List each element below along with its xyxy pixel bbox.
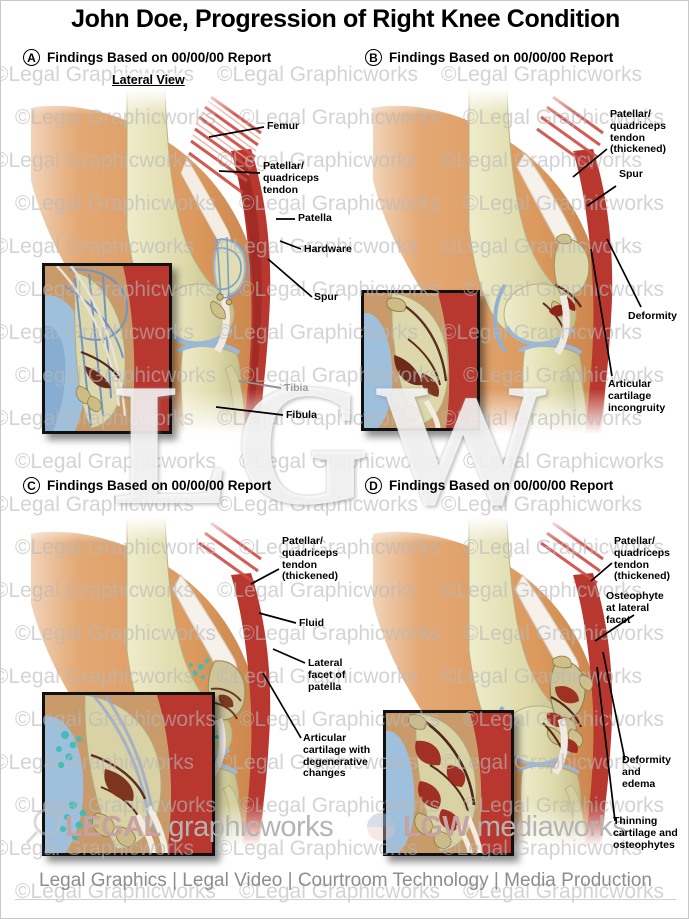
label-b-spur: Spur — [619, 168, 643, 180]
panel-badge-c: C — [23, 477, 40, 494]
label-b-tendon: Patellar/ quadriceps tendon (thickened) — [610, 108, 667, 156]
panel-heading-d-label: Findings Based on 00/00/00 Report — [389, 478, 614, 493]
label-b-deformity: Deformity — [628, 310, 678, 322]
inset-closeup-c — [42, 692, 215, 856]
inset-art-d — [386, 713, 511, 853]
label-c-degenerative: Articular cartilage with degenerative ch… — [303, 732, 371, 780]
watermark-text: ©Legal Graphicworks — [239, 450, 441, 473]
panel-heading-a-label: Findings Based on 00/00/00 Report — [47, 50, 272, 65]
label-b-incongruity: Articular cartilage incongruity — [608, 378, 666, 414]
panel-heading-d: D Findings Based on 00/00/00 Report — [365, 477, 613, 494]
panel-badge-b: B — [365, 49, 382, 66]
watermark-text: ©Legal Graphicworks — [217, 493, 419, 516]
label-a-tibia: Tibia — [284, 382, 309, 394]
label-d-osteophyte: Osteophyte at lateral facet — [606, 590, 664, 626]
panel-heading-c-label: Findings Based on 00/00/00 Report — [47, 478, 272, 493]
label-a-spur: Spur — [314, 291, 338, 303]
illustration-panel-d — [357, 517, 687, 847]
label-c-fluid: Fluid — [299, 617, 325, 629]
label-c-tendon: Patellar/ quadriceps tendon (thickened) — [282, 535, 339, 583]
inset-closeup-d — [383, 710, 514, 856]
inset-closeup-b — [361, 290, 480, 431]
label-a-femur: Femur — [267, 120, 300, 132]
label-d-thinning: Thinning cartilage and osteophytes — [613, 815, 678, 851]
inset-closeup-a — [42, 263, 172, 434]
watermark-text: ©Legal Graphicworks — [217, 63, 419, 86]
inset-art-a — [45, 266, 169, 431]
watermark-text: ©Legal Graphicworks — [15, 450, 217, 473]
footer-services: Legal Graphics | Legal Video | Courtroom… — [39, 870, 652, 891]
lateral-view-note: Lateral View — [112, 73, 185, 87]
panel-heading-a: A Findings Based on 00/00/00 Report — [23, 49, 271, 66]
panel-badge-d: D — [365, 477, 382, 494]
label-a-tendon: Patellar/ quadriceps tendon — [263, 160, 320, 196]
panel-heading-b-label: Findings Based on 00/00/00 Report — [389, 50, 614, 65]
label-a-fibula: Fibula — [286, 409, 317, 421]
label-d-edema: Deformity and edema — [622, 754, 672, 790]
label-c-lateral-facet: Lateral facet of patella — [308, 657, 346, 693]
watermark-text: ©Legal Graphicworks — [463, 450, 665, 473]
label-a-patella: Patella — [298, 212, 332, 224]
label-d-tendon: Patellar/ quadriceps tendon (thickened) — [614, 535, 671, 583]
page-title: John Doe, Progression of Right Knee Cond… — [71, 5, 620, 33]
knee-anatomy-d — [357, 517, 687, 847]
panel-heading-c: C Findings Based on 00/00/00 Report — [23, 477, 271, 494]
watermark-text: ©Legal Graphicworks — [0, 493, 195, 516]
inset-art-c — [45, 695, 212, 853]
footer-divider — [15, 899, 676, 900]
watermark-text: ©Legal Graphicworks — [441, 63, 643, 86]
panel-badge-a: A — [23, 49, 40, 66]
inset-art-b — [364, 293, 477, 428]
label-a-hardware: Hardware — [304, 243, 352, 255]
watermark-text: ©Legal Graphicworks — [441, 493, 643, 516]
panel-heading-b: B Findings Based on 00/00/00 Report — [365, 49, 613, 66]
